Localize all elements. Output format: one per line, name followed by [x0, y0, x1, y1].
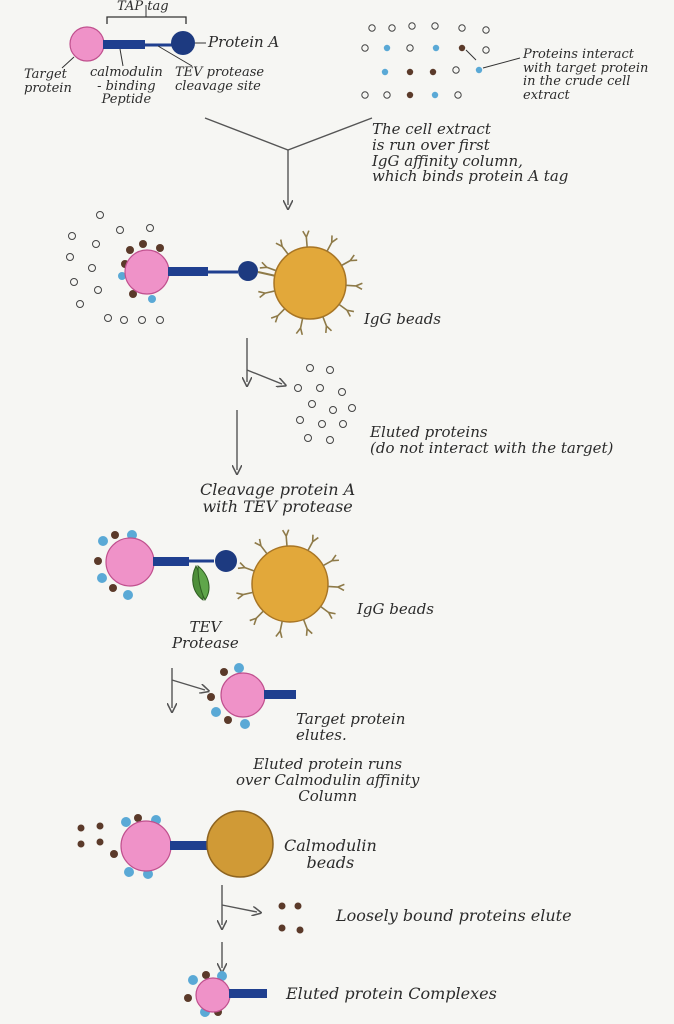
cell-extract-step-label: The cell extract is run over first IgG a… [372, 120, 569, 186]
target-protein-circle [69, 26, 105, 62]
target-protein-label: Target protein [24, 67, 72, 96]
tev-cleavage-site-label: TEV protease cleavage site [175, 65, 265, 94]
antibody-mark [259, 261, 277, 272]
step1-arrows [237, 338, 282, 470]
step2-igg-bead [236, 529, 345, 638]
loosely-bound-dots [278, 902, 304, 934]
step1-target-protein [124, 249, 170, 295]
merge-arrow [204, 117, 373, 205]
step1-bound-complex [66, 211, 277, 324]
calmodulin-binding-label: calmodulin - binding Peptide [90, 65, 163, 108]
tap-construct [61, 5, 206, 69]
step2-target-protein [105, 537, 155, 587]
antibody-mark [237, 562, 255, 572]
antibody-mark [254, 538, 268, 555]
step1-cbp-bar [168, 267, 208, 276]
antibody-mark [275, 621, 284, 638]
final-eluted-complex [184, 971, 267, 1017]
protein-a-circle [171, 31, 195, 55]
loosely-bound-label: Loosely bound proteins elute [336, 906, 572, 925]
target-elutes-label: Target protein elutes. [296, 710, 406, 744]
step1-unbound-proteins [66, 211, 164, 324]
step3-target-protein [120, 820, 172, 872]
antibody-mark [307, 534, 319, 551]
crude-extract-proteins [361, 22, 521, 99]
calmodulin-binding-peptide-bar [103, 40, 145, 49]
cleave-step-label: Cleavage protein A with TEV protease [200, 480, 356, 516]
step3-arrows [222, 885, 257, 968]
antibody-mark [322, 554, 339, 567]
antibody-mark [249, 610, 264, 626]
step3-complex [77, 814, 208, 879]
antibody-mark [322, 316, 333, 334]
step1-igg-bead [258, 230, 363, 336]
igg-beads-label-1: IgG beads [364, 310, 441, 328]
antibody-mark [236, 591, 254, 600]
tap-tag-bracket [106, 16, 187, 24]
igg-beads-label-2: IgG beads [357, 600, 434, 618]
eluted-complexes-label: Eluted protein Complexes [286, 984, 497, 1003]
antibody-mark [302, 230, 310, 248]
tev-protease-label: TEV Protease [172, 618, 239, 652]
antibody-mark [345, 282, 363, 291]
antibody-mark [302, 619, 313, 636]
eluted-proteins-label: Eluted proteins (do not interact with th… [370, 423, 614, 457]
antibody-mark [295, 318, 304, 336]
calmodulin-beads-label: Calmodulin beads [284, 836, 377, 872]
eluted-target-complex [207, 663, 296, 729]
antibody-mark [320, 605, 336, 620]
antibody-mark [341, 254, 358, 267]
step2-protein-a [215, 550, 237, 572]
antibody-mark [270, 308, 286, 323]
antibody-mark [327, 583, 345, 592]
step2-arrows [172, 668, 205, 708]
calmodulin-column-step-label: Eluted protein runs over Calmodulin affi… [236, 755, 420, 805]
eluted-proteins-cluster [294, 364, 356, 444]
tap-tag-label: TAP tag [117, 0, 169, 14]
antibody-mark [338, 303, 355, 317]
antibody-mark [326, 235, 338, 252]
protein-a-label: Protein A [208, 33, 280, 51]
step1-protein-a [238, 261, 258, 281]
antibody-mark [258, 290, 276, 299]
proteins-interact-label: Proteins interact with target protein in… [523, 47, 649, 103]
step2-complex [94, 530, 237, 601]
antibody-mark [275, 239, 289, 255]
antibody-mark [281, 529, 290, 547]
calmodulin-bead [206, 810, 274, 878]
